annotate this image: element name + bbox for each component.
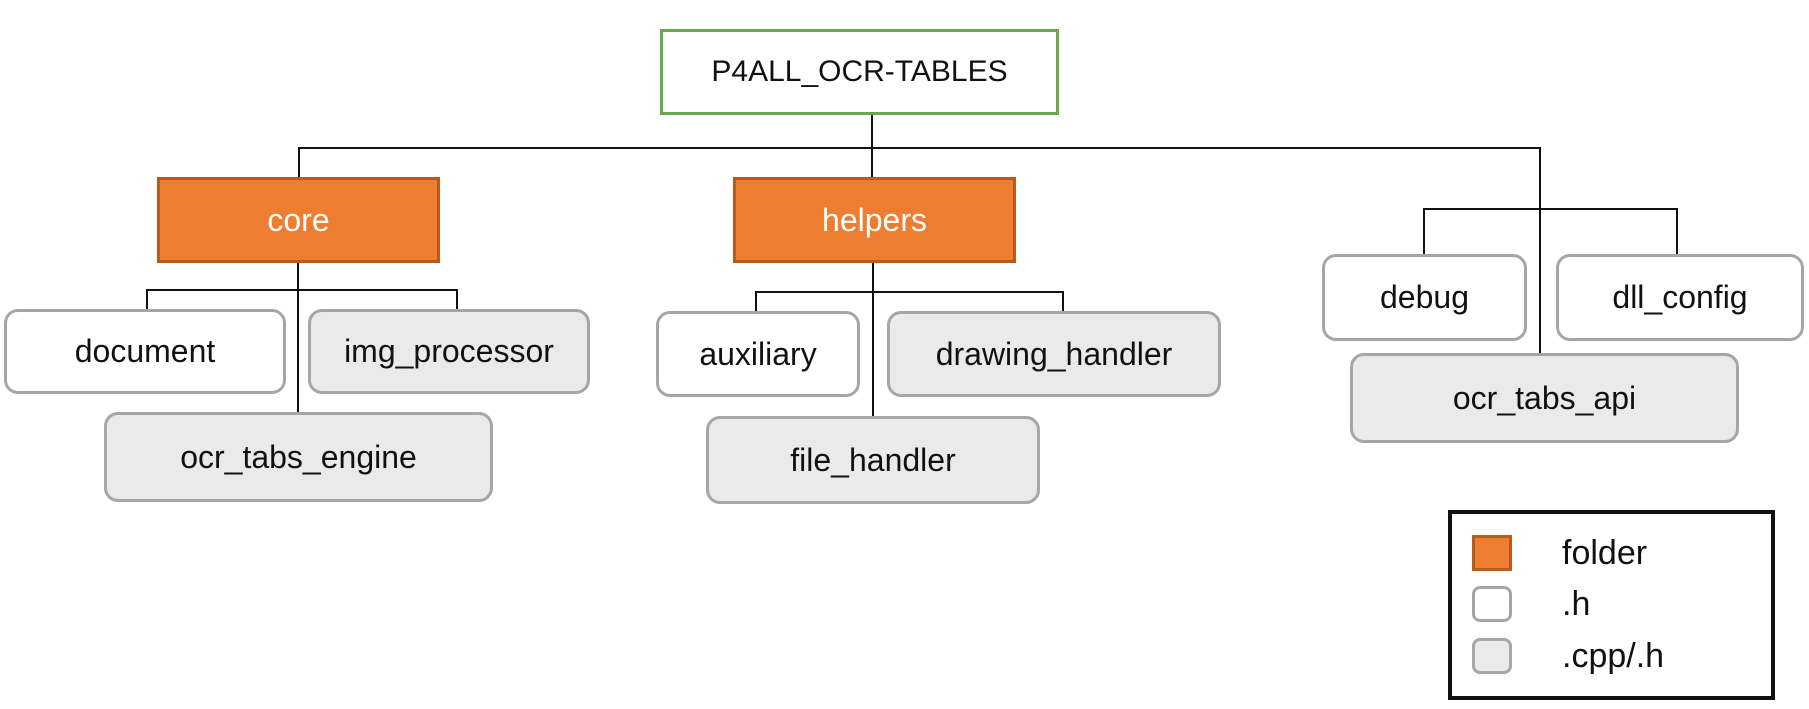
legend-cpp-label: .cpp/.h xyxy=(1562,637,1665,675)
file-node-ocr-tabs-api[interactable]: ocr_tabs_api xyxy=(1350,353,1739,443)
folder-label-core: core xyxy=(267,201,330,238)
file-label-dll-config: dll_config xyxy=(1612,279,1748,315)
file-node-document[interactable]: document xyxy=(4,309,286,394)
file-label-document: document xyxy=(74,333,216,369)
file-node-ocr-tabs-engine[interactable]: ocr_tabs_engine xyxy=(104,412,493,502)
legend-h-label: .h xyxy=(1562,585,1591,623)
legend-folder-label: folder xyxy=(1562,534,1648,572)
file-node-img-processor[interactable]: img_processor xyxy=(308,309,590,394)
root-folder-label: P4ALL_OCR-TABLES xyxy=(711,55,1008,88)
file-node-debug[interactable]: debug xyxy=(1322,254,1527,341)
file-label-file-handler: file_handler xyxy=(790,441,956,478)
root-folder-node[interactable]: P4ALL_OCR-TABLES xyxy=(660,29,1059,115)
legend-folder-swatch xyxy=(1472,535,1512,571)
file-node-file-handler[interactable]: file_handler xyxy=(706,416,1040,504)
folder-node-core[interactable]: core xyxy=(157,177,440,263)
legend-row-cpp: .cpp/.h xyxy=(1452,634,1771,678)
file-node-dll-config[interactable]: dll_config xyxy=(1556,254,1804,341)
connector-helpers-bus xyxy=(755,291,1064,313)
file-label-img-processor: img_processor xyxy=(344,333,554,369)
file-node-drawing-handler[interactable]: drawing_handler xyxy=(887,311,1221,397)
legend-cpp-swatch xyxy=(1472,638,1512,674)
file-label-ocr-tabs-engine: ocr_tabs_engine xyxy=(180,438,417,475)
file-node-auxiliary[interactable]: auxiliary xyxy=(656,311,860,397)
connector-right-bus xyxy=(1423,208,1678,256)
file-label-ocr-tabs-api: ocr_tabs_api xyxy=(1452,379,1637,416)
legend-row-folder: folder xyxy=(1452,531,1771,575)
legend-row-h: .h xyxy=(1452,582,1771,626)
folder-node-helpers[interactable]: helpers xyxy=(733,177,1016,263)
legend-h-swatch xyxy=(1472,586,1512,622)
legend: folder .h .cpp/.h xyxy=(1448,510,1775,700)
file-label-drawing-handler: drawing_handler xyxy=(935,335,1173,372)
connector-level1-bus xyxy=(298,147,1541,353)
file-label-auxiliary: auxiliary xyxy=(699,335,817,372)
file-label-debug: debug xyxy=(1380,279,1469,315)
folder-label-helpers: helpers xyxy=(822,201,927,238)
connector-core-bus xyxy=(146,289,458,311)
